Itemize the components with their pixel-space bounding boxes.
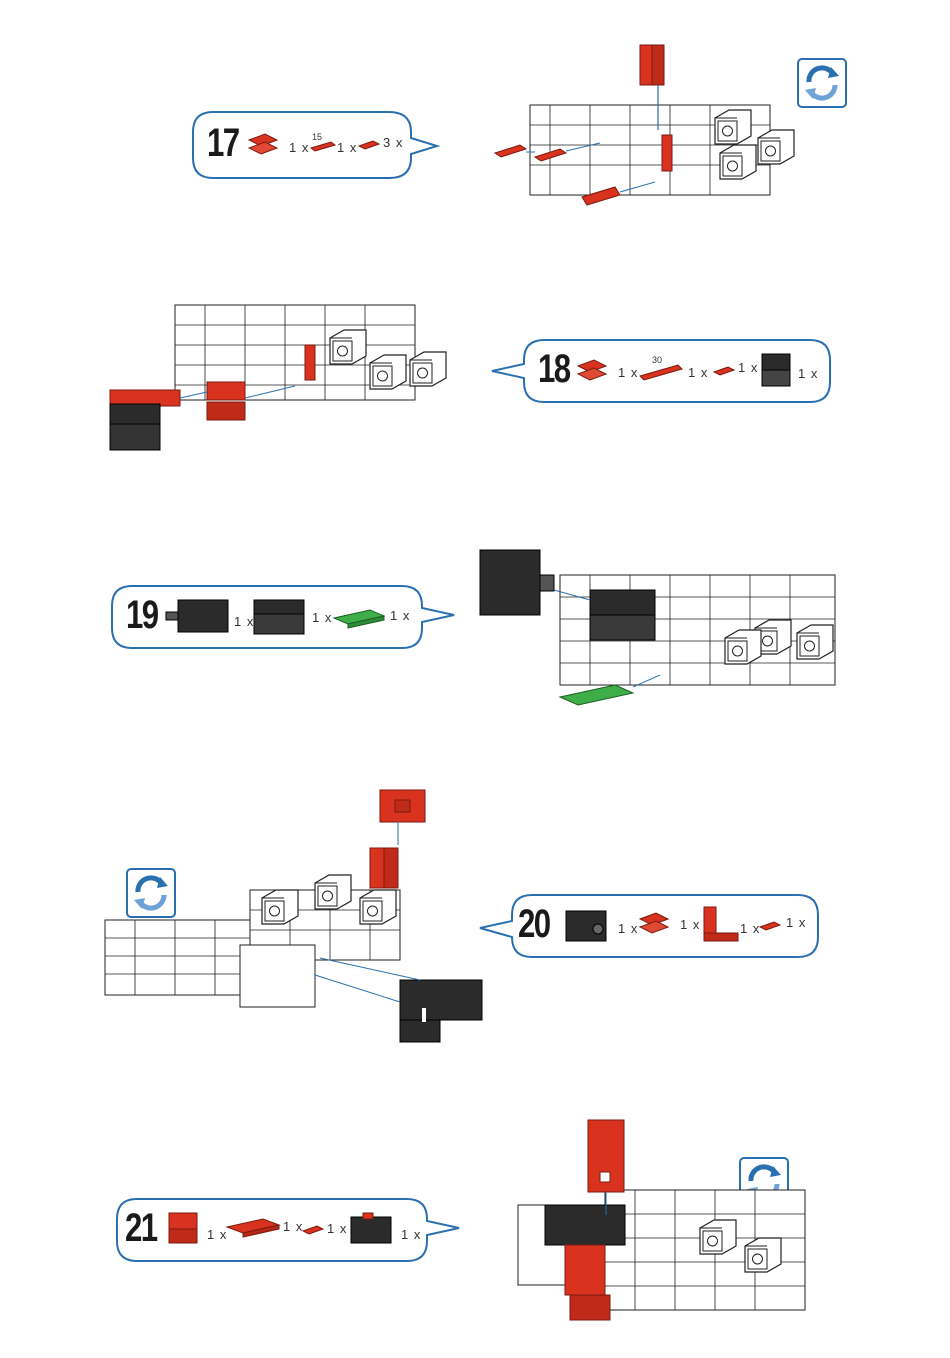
red-angle-bracket-icon <box>700 903 742 947</box>
step-21-callout: 21 1 x 1 x 1 x 1 x <box>115 1197 463 1263</box>
step-17-callout: 17 1 x 15 1 x 3 x <box>191 110 441 180</box>
black-block-icon <box>760 352 794 390</box>
part-qty: 1 x <box>289 140 309 155</box>
red-peg-icon <box>357 138 383 152</box>
rotate-arrows-icon <box>797 58 847 108</box>
step-18-callout: 18 1 x 30 1 x 1 x 1 x <box>490 338 832 404</box>
part-qty: 1 x <box>680 917 700 932</box>
step-number: 21 <box>125 1206 157 1251</box>
red-connector-pair-icon <box>576 358 608 384</box>
red-strut-icon <box>309 140 337 154</box>
red-connector-pair-icon <box>247 132 279 158</box>
step-21-assembly <box>510 1110 820 1325</box>
part-qty: 1 x <box>688 365 708 380</box>
part-qty: 3 x <box>383 135 403 150</box>
black-switch-icon <box>562 907 614 947</box>
red-connector-pair-icon <box>638 911 670 937</box>
part-qty: 1 x <box>618 921 638 936</box>
red-peg-icon <box>758 919 784 933</box>
part-qty: 1 x <box>798 366 818 381</box>
red-peg-icon <box>301 1223 327 1237</box>
part-qty: 1 x <box>618 365 638 380</box>
red-cube-block-icon <box>165 1209 205 1249</box>
step-number: 17 <box>207 121 239 166</box>
part-qty: 1 x <box>738 360 758 375</box>
step-20-assembly <box>100 780 490 1065</box>
part-qty: 1 x <box>786 915 806 930</box>
step-number: 19 <box>126 593 158 638</box>
part-qty: 1 x <box>401 1227 421 1242</box>
part-qty: 1 x <box>390 608 410 623</box>
step-19-assembly <box>475 545 855 715</box>
red-flat-plate-icon <box>223 1215 285 1239</box>
step-19-callout: 19 1 x 1 x 1 x <box>110 584 458 650</box>
black-pushbutton-icon <box>345 1211 401 1249</box>
black-holder-icon <box>250 594 310 638</box>
step-20-callout: 20 1 x 1 x 1 x 1 x <box>478 893 820 959</box>
part-qty: 1 x <box>337 140 357 155</box>
step-17-assembly <box>490 35 800 220</box>
step-number: 20 <box>518 902 550 947</box>
red-peg-icon <box>712 364 738 378</box>
green-plate-icon <box>330 608 388 632</box>
step-18-assembly <box>105 290 475 465</box>
black-motor-icon <box>162 596 234 638</box>
red-strut-icon <box>638 362 684 382</box>
step-number: 18 <box>538 347 570 392</box>
